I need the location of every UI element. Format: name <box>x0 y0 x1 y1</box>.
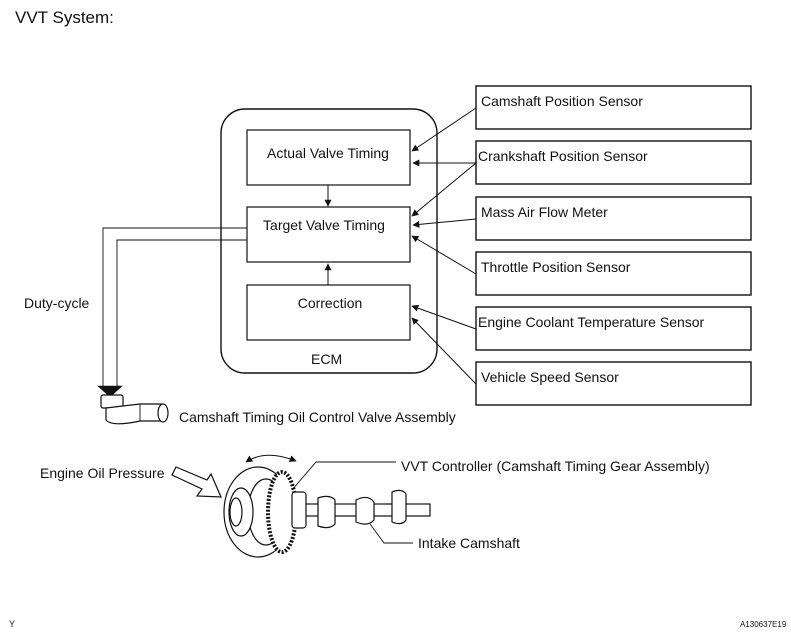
ocv-label: Camshaft Timing Oil Control Valve Assemb… <box>179 409 456 425</box>
throttle-to-target-arrow <box>411 235 477 275</box>
sensor-box-engine-coolant-temperature <box>475 306 752 351</box>
vvt-camshaft-drawing <box>223 466 431 558</box>
sensor-arrows <box>411 107 477 385</box>
coolant-to-correction-arrow <box>411 304 477 330</box>
ocv-drawing <box>100 394 169 425</box>
sensor-label: Engine Coolant Temperature Sensor <box>478 314 705 330</box>
rotation-arrow-icon <box>245 454 297 463</box>
intake-camshaft-label: Intake Camshaft <box>418 535 520 551</box>
correction-label: Correction <box>298 295 363 311</box>
correction-box <box>246 284 411 341</box>
sensor-label: Vehicle Speed Sensor <box>481 369 619 385</box>
duty-cycle-signal-line <box>97 227 247 398</box>
sensor-box-mass-air-flow <box>475 196 752 241</box>
sensor-label: Crankshaft Position Sensor <box>478 148 648 164</box>
speed-to-correction-arrow <box>411 317 477 385</box>
actual-valve-timing-label: Actual Valve Timing <box>267 145 389 161</box>
crankshaft-to-target-arrow <box>411 162 477 217</box>
footer-left-mark: Y <box>9 619 15 629</box>
sensor-label: Throttle Position Sensor <box>481 259 631 275</box>
vvt-controller-label: VVT Controller (Camshaft Timing Gear Ass… <box>401 458 710 474</box>
sensor-box-camshaft-position <box>475 85 752 130</box>
sensor-label: Mass Air Flow Meter <box>481 204 608 220</box>
vvt-controller-leader <box>291 461 396 491</box>
sensor-label: Camshaft Position Sensor <box>481 93 643 109</box>
intake-camshaft-leader <box>369 523 413 544</box>
ecm-label: ECM <box>311 351 342 367</box>
sensor-box-throttle-position <box>475 251 752 296</box>
diagram-title: VVT System: <box>15 8 114 27</box>
oil-pressure-arrow-icon <box>171 466 222 498</box>
sensor-box-vehicle-speed <box>475 361 752 406</box>
figure-code: A130637E19 <box>740 620 787 629</box>
camshaft-to-actual-arrow <box>411 107 477 152</box>
oil-pressure-label: Engine Oil Pressure <box>40 465 165 481</box>
target-valve-timing-box <box>246 206 411 263</box>
duty-cycle-label: Duty-cycle <box>24 295 90 311</box>
actual-valve-timing-box <box>246 129 411 186</box>
target-valve-timing-label: Target Valve Timing <box>263 217 385 233</box>
maf-to-target-arrow <box>412 218 477 228</box>
sensor-box-crankshaft-position <box>475 140 752 185</box>
sensor-list: Camshaft Position Sensor Crankshaft Posi… <box>475 85 752 406</box>
